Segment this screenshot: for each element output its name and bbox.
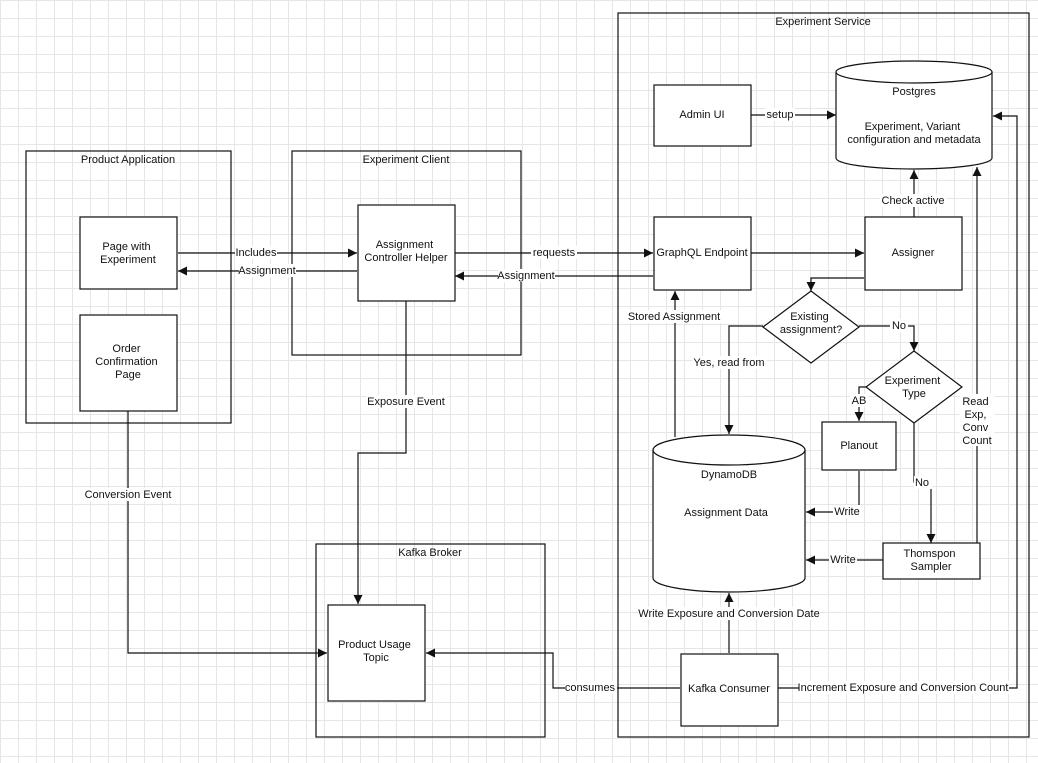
kafka-broker-container: Kafka Broker: [315, 543, 546, 738]
experiment-service-title: Experiment Service: [775, 16, 870, 28]
svg-text:Experiment, Variant conf: Experiment, Variant configuration and me…: [847, 121, 981, 146]
edge-assigner-existing: [806, 277, 864, 291]
label-read-counts-line3: Conv: [963, 422, 989, 434]
label-read-counts-line1: Read: [962, 396, 988, 408]
label-stored-assignment: Stored Assignment: [628, 311, 720, 323]
product-usage-topic-line2: Topic: [363, 652, 389, 664]
planout-label: Planout: [840, 440, 877, 452]
kafka-broker-title: Kafka Broker: [398, 547, 462, 559]
assignment-controller-line2: Controller Helper: [364, 252, 447, 264]
label-no-type: No: [915, 477, 929, 489]
existing-assignment-line2: assignment?: [780, 324, 842, 336]
assignment-controller-line1: Assignment: [376, 239, 433, 251]
experiment-type-decision: Experiment Type: [865, 350, 963, 424]
label-no-existing: No: [892, 320, 906, 332]
planout-node: Planout: [821, 421, 897, 471]
label-write-exposure: Write Exposure and Conversion Date: [638, 608, 819, 620]
order-confirmation-line3: Page: [115, 369, 141, 381]
edge-exposure-event: [353, 301, 407, 604]
label-yes-read-from: Yes, read from: [693, 357, 764, 369]
label-read-counts-line4: Count: [962, 435, 991, 447]
edge-consumes: [426, 648, 680, 689]
svg-text:Assignment Controller He: Assignment Controller Helper: [364, 239, 447, 264]
graphql-endpoint-node: GraphQL Endpoint: [653, 216, 752, 291]
label-assignment-back: Assignment: [238, 265, 295, 277]
label-check-active: Check active: [882, 195, 945, 207]
thompson-sampler-line1: Thomspon: [903, 548, 955, 560]
postgres-body-line1: Experiment, Variant: [865, 121, 961, 133]
dynamodb-title: DynamoDB: [701, 469, 757, 481]
edge-yes-read-from: [724, 325, 763, 434]
graphql-endpoint-label: GraphQL Endpoint: [656, 247, 747, 259]
label-write-planout: Write: [834, 506, 859, 518]
edge-labels: Includes Assignment requests Assignment …: [84, 108, 1009, 694]
experiment-service-container: Experiment Service: [617, 12, 1030, 738]
label-setup: setup: [767, 109, 794, 121]
page-with-experiment-line1: Page with: [102, 241, 150, 253]
label-read-counts-line2: Exp,: [964, 409, 986, 421]
edge-conversion-event: [127, 411, 327, 658]
edge-ab: [854, 386, 866, 421]
svg-text:Thomspon Sampler: Thomspon Sampler: [903, 548, 958, 573]
page-with-experiment-line2: Experiment: [100, 254, 156, 266]
admin-ui-node: Admin UI: [653, 84, 752, 147]
label-ab: AB: [852, 395, 867, 407]
label-requests: requests: [533, 247, 576, 259]
postgres-cylinder: Postgres Experiment, Variant configurati…: [835, 60, 993, 170]
svg-text:Read Exp, Conv: Read Exp, Conv Count: [962, 396, 991, 447]
label-write-thompson: Write: [830, 554, 855, 566]
label-consumes: consumes: [565, 682, 616, 694]
page-with-experiment-node: Page with Experiment: [79, 216, 178, 290]
thompson-sampler-line2: Sampler: [911, 561, 952, 573]
svg-text:Order Confirmation: Order Confirmation Page: [95, 343, 160, 381]
svg-text:Product Usage Topic: Product Usage Topic: [338, 639, 414, 664]
admin-ui-label: Admin UI: [679, 109, 724, 121]
label-increment-counts: Increment Exposure and Conversion Count: [798, 682, 1009, 694]
existing-assignment-line1: Existing: [790, 311, 829, 323]
experiment-type-line2: Type: [902, 388, 926, 400]
existing-assignment-decision: Existing assignment?: [762, 290, 860, 364]
experiment-type-line1: Experiment: [885, 375, 941, 387]
product-application-title: Product Application: [81, 154, 175, 166]
svg-text:Existing assignment?: Existing assignment?: [780, 311, 842, 336]
svg-text:Page with Experiment: Page with Experiment: [100, 241, 156, 266]
postgres-title: Postgres: [892, 86, 936, 98]
order-confirmation-line2: Confirmation: [95, 356, 157, 368]
assignment-controller-node: Assignment Controller Helper: [357, 204, 456, 302]
label-conversion-event: Conversion Event: [85, 489, 172, 501]
kafka-consumer-node: Kafka Consumer: [680, 653, 779, 727]
dynamodb-body: Assignment Data: [684, 507, 769, 519]
kafka-consumer-label: Kafka Consumer: [688, 683, 770, 695]
postgres-body-line2: configuration and metadata: [847, 134, 981, 146]
product-usage-topic-node: Product Usage Topic: [327, 604, 426, 702]
assigner-label: Assigner: [892, 247, 935, 259]
dynamodb-cylinder: DynamoDB Assignment Data: [652, 434, 806, 593]
order-confirmation-line1: Order: [112, 343, 140, 355]
thompson-sampler-node: Thomspon Sampler: [882, 542, 981, 580]
svg-text:Experiment Type: Experiment Type: [885, 375, 944, 400]
experiment-client-title: Experiment Client: [363, 154, 450, 166]
label-exposure-event: Exposure Event: [367, 396, 445, 408]
assigner-node: Assigner: [864, 216, 963, 291]
order-confirmation-node: Order Confirmation Page: [79, 314, 178, 412]
label-assignment-return: Assignment: [497, 270, 554, 282]
edge-no-existing: [859, 325, 919, 351]
label-includes: Includes: [236, 247, 277, 259]
product-usage-topic-line1: Product Usage: [338, 639, 411, 651]
